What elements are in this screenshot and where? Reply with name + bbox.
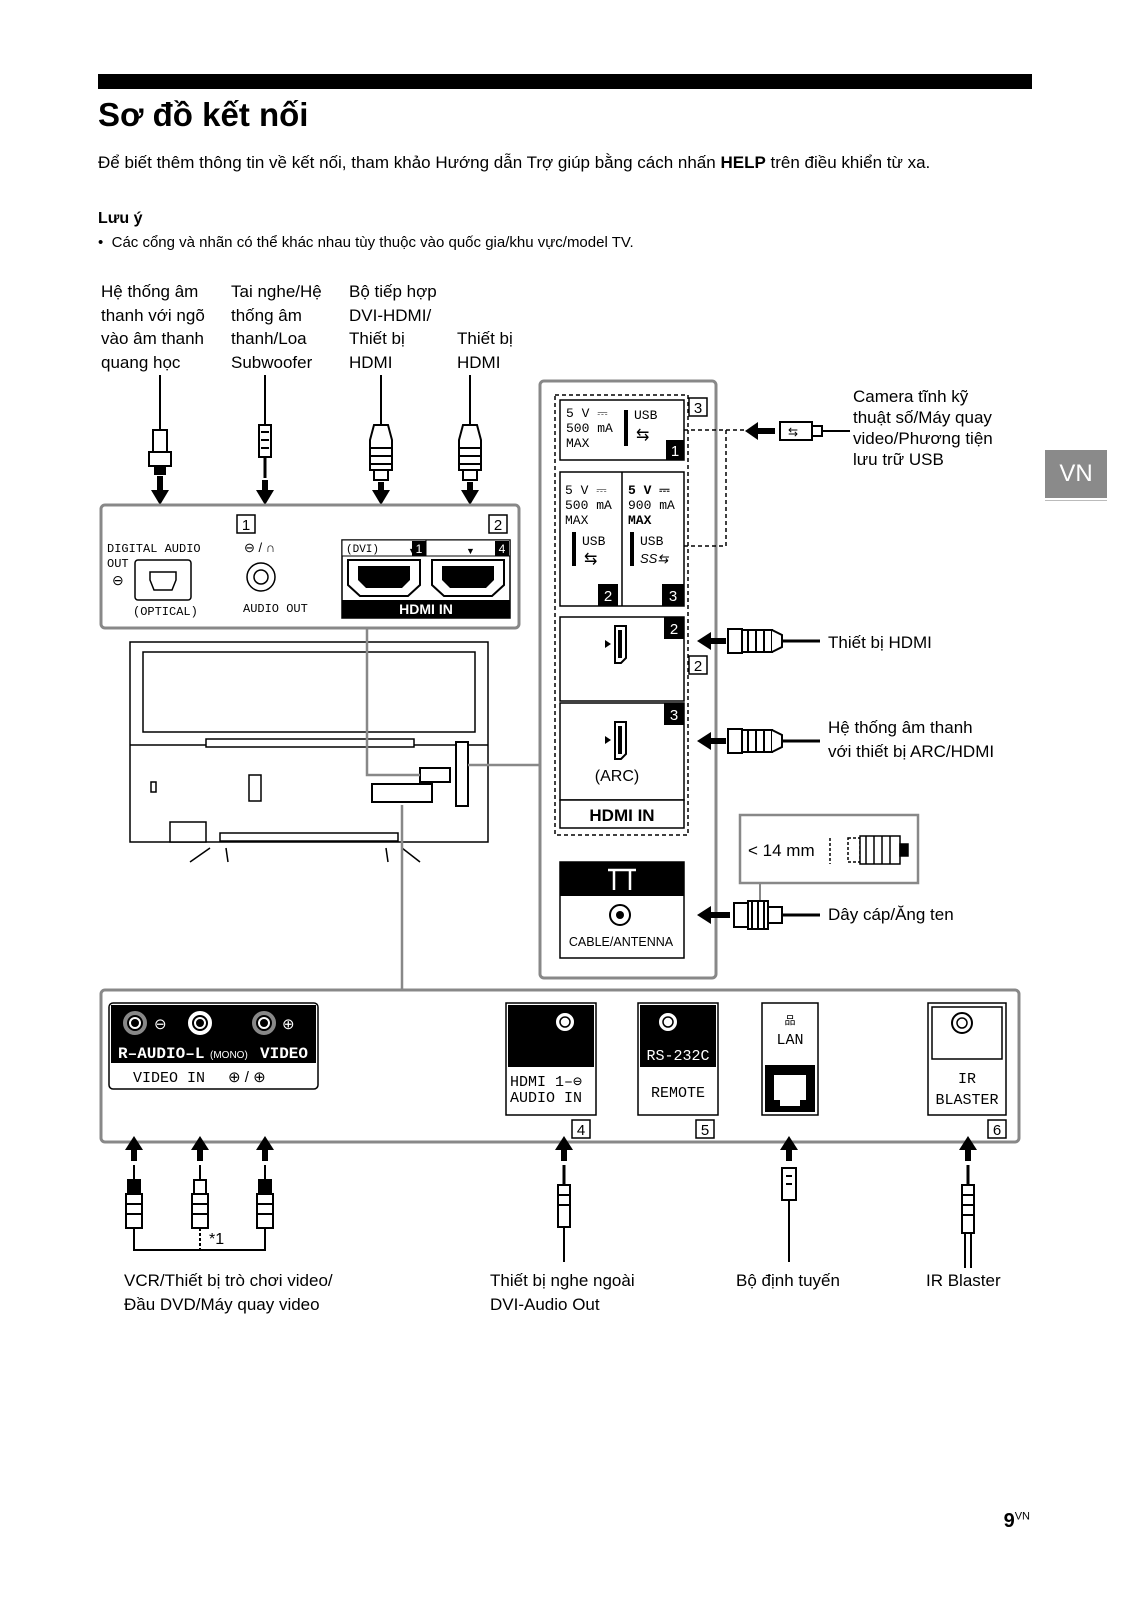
svg-text:3: 3	[670, 707, 678, 724]
svg-text:1: 1	[671, 443, 679, 460]
header-bar	[98, 74, 1032, 89]
svg-text:RS-232C: RS-232C	[646, 1048, 709, 1065]
svg-text:⇆: ⇆	[788, 425, 798, 439]
arc-device-cable	[727, 728, 820, 754]
svg-text:品: 品	[785, 1014, 796, 1027]
svg-text:4: 4	[499, 542, 506, 556]
svg-text:⊖: ⊖	[154, 1016, 167, 1033]
svg-text:USB: USB	[582, 534, 606, 549]
svg-text:R–AUDIO–L: R–AUDIO–L	[118, 1045, 204, 1063]
svg-text:(MONO): (MONO)	[210, 1050, 248, 1061]
svg-text:500 mA: 500 mA	[565, 498, 612, 513]
svg-text:USB: USB	[634, 408, 658, 423]
hdmi-in-label-side: HDMI IN	[589, 806, 654, 825]
language-tab-rule	[1045, 500, 1107, 501]
headphone-cable	[258, 375, 272, 478]
usb-device-cable: ⇆	[779, 421, 850, 441]
svg-text:5 V ⎓: 5 V ⎓	[566, 406, 608, 421]
svg-text:▼: ▼	[466, 546, 475, 556]
hdmi-in-label-top: HDMI IN	[399, 601, 453, 617]
svg-text:900 mA: 900 mA	[628, 498, 675, 513]
svg-text:IR: IR	[958, 1071, 976, 1088]
svg-text:1: 1	[416, 542, 423, 556]
badge-5: 5	[701, 1122, 709, 1139]
svg-text:2: 2	[670, 621, 678, 638]
note-heading: Lưu ý	[98, 210, 143, 227]
svg-text:(OPTICAL): (OPTICAL)	[133, 605, 198, 619]
headphone-symbol: ⊖ / ∩	[244, 540, 275, 555]
intro-text: Để biết thêm thông tin về kết nối, tham …	[98, 153, 931, 172]
optical-cable	[148, 375, 172, 475]
ext-audio-cable	[557, 1165, 571, 1262]
label-router: Bộ định tuyến	[736, 1271, 840, 1290]
note-text: • Các cổng và nhãn có thể khác nhau tùy …	[98, 234, 634, 251]
badge-3: 3	[694, 400, 702, 417]
antenna-cable	[733, 900, 820, 930]
svg-text:MAX: MAX	[566, 436, 590, 451]
hdmi-cable	[458, 375, 482, 481]
svg-text:MAX: MAX	[628, 513, 652, 528]
svg-text:VIDEO: VIDEO	[260, 1045, 308, 1063]
usb-port-3: 5 V ⎓	[628, 483, 670, 498]
label-cable-antenna: Dây cáp/Ăng ten	[828, 905, 954, 924]
svg-text:3: 3	[669, 588, 677, 605]
svg-text:REMOTE: REMOTE	[651, 1085, 705, 1102]
svg-text:HDMI 1–⊖: HDMI 1–⊖	[510, 1074, 582, 1091]
svg-text:SS⇆: SS⇆	[640, 551, 669, 566]
lan-cable	[781, 1167, 797, 1262]
optical-out-symbol: ⊖	[112, 572, 124, 588]
svg-text:BLASTER: BLASTER	[935, 1092, 998, 1109]
tv-rear	[129, 641, 489, 863]
svg-text:2: 2	[604, 588, 612, 605]
audio-out-label: AUDIO OUT	[243, 602, 308, 616]
svg-text:AUDIO IN: AUDIO IN	[510, 1090, 582, 1107]
digital-audio-label: DIGITAL AUDIO	[107, 542, 201, 556]
svg-text:< 14 mm: < 14 mm	[748, 841, 815, 860]
svg-text:LAN: LAN	[776, 1032, 803, 1049]
svg-text:OUT: OUT	[107, 557, 129, 571]
label-ir-blaster: IR Blaster	[926, 1271, 1001, 1290]
label-hdmi-device-right: Thiết bị HDMI	[828, 633, 932, 652]
svg-text:⇆: ⇆	[584, 551, 597, 568]
badge-4: 4	[577, 1122, 585, 1139]
svg-text:⊕ / ⊕: ⊕ / ⊕	[228, 1069, 266, 1086]
badge-1: 1	[242, 517, 250, 534]
usb-port-1	[559, 399, 685, 461]
svg-text:⊕: ⊕	[282, 1016, 295, 1033]
svg-text:MAX: MAX	[565, 513, 589, 528]
ir-blaster-cable	[961, 1165, 975, 1268]
antenna-label: CABLE/ANTENNA	[569, 935, 674, 949]
footnote-marker: *1	[209, 1231, 224, 1248]
arc-label: (ARC)	[595, 768, 639, 785]
badge-6: 6	[993, 1122, 1001, 1139]
badge-2: 2	[494, 517, 502, 534]
usb-port-2: 5 V ⎓	[565, 483, 607, 498]
svg-text:2: 2	[694, 658, 702, 675]
language-tab: VN	[1045, 450, 1107, 498]
svg-text:VIDEO IN: VIDEO IN	[133, 1070, 205, 1087]
svg-text:USB: USB	[640, 534, 664, 549]
page-title: Sơ đồ kết nối	[98, 96, 309, 133]
hdmi-device-cable	[727, 628, 820, 654]
usb-icon: ⇆	[636, 427, 649, 444]
dvi-hdmi-cable	[369, 375, 393, 481]
rca-cables	[125, 1165, 274, 1251]
page-number: 9VN	[1003, 1510, 1030, 1532]
dvi-label: (DVI)	[346, 544, 379, 556]
label-vcr: VCR/Thiết bị trò chơi video/Đầu DVD/Máy …	[124, 1271, 333, 1314]
svg-text:500 mA: 500 mA	[566, 421, 613, 436]
